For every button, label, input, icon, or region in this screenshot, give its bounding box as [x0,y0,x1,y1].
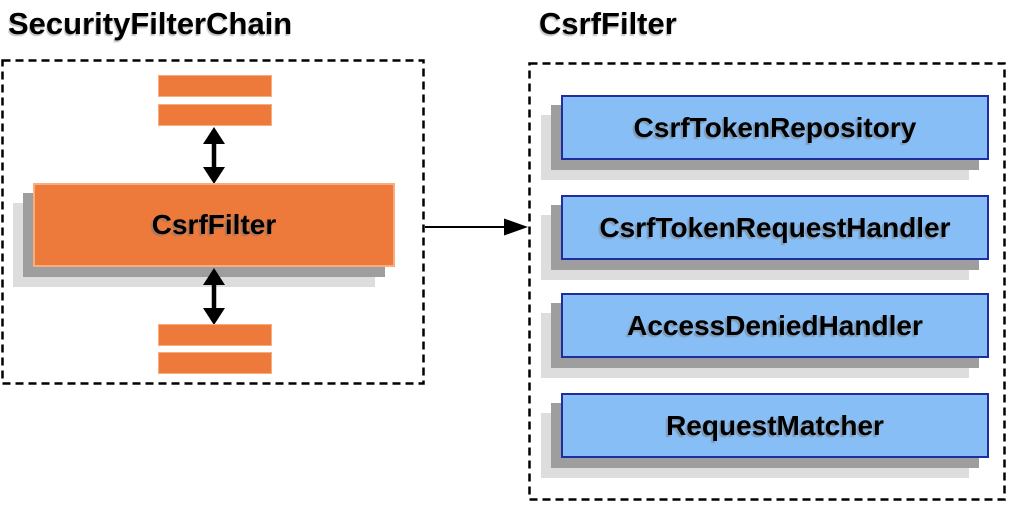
filter-placeholder-bar [158,352,272,374]
filter-placeholder-bar [158,75,272,97]
security-filter-chain-title: SecurityFilterChain [8,6,293,41]
node-label: CsrfTokenRepository [633,112,917,143]
node-label: AccessDeniedHandler [627,310,923,341]
right-arrow-icon [425,218,528,236]
node-label: RequestMatcher [666,410,884,441]
access-denied-handler-node: AccessDeniedHandler [561,293,989,358]
double-arrow-down-icon [203,268,225,325]
csrf-filter-group-title: CsrfFilter [539,6,677,41]
csrf-token-request-handler-node: CsrfTokenRequestHandler [561,195,989,260]
csrf-filter-node-label: CsrfFilter [151,209,277,240]
csrf-token-repository-node: CsrfTokenRepository [561,95,989,160]
request-matcher-node: RequestMatcher [561,393,989,458]
filter-placeholder-bar [158,324,272,346]
filter-placeholder-bar [158,104,272,126]
csrf-filter-node: CsrfFilter [33,183,395,267]
double-arrow-up-icon [203,127,225,184]
node-label: CsrfTokenRequestHandler [599,212,951,243]
